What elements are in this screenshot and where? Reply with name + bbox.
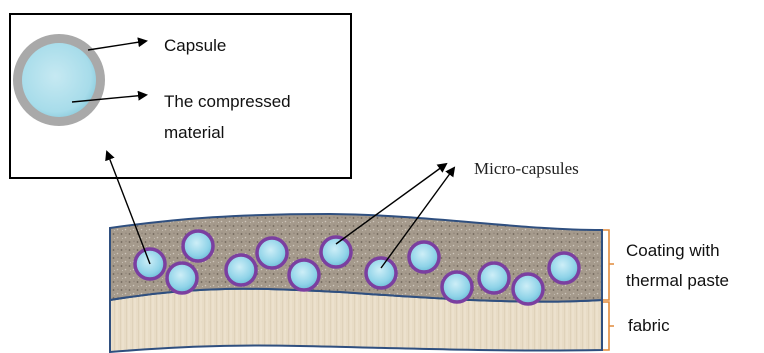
micro-capsule [321,237,351,267]
micro-capsule [167,263,197,293]
capsule-label: Capsule [164,36,226,55]
micro-capsule [549,253,579,283]
coating-bracket [603,230,614,300]
coating-label-line1: Coating with [626,241,720,260]
micro-capsules-label: Micro-capsules [474,159,579,178]
micro-capsule [409,242,439,272]
compressed-material-label-line1: The compressed [164,92,291,111]
coating-label-line2: thermal paste [626,271,729,290]
micro-capsule [257,238,287,268]
micro-capsule [479,263,509,293]
fabric-label: fabric [628,316,670,335]
micro-capsule [183,231,213,261]
micro-capsule [513,274,543,304]
micro-capsule [442,272,472,302]
micro-capsule [226,255,256,285]
micro-capsule [366,258,396,288]
compressed-material-label-line2: material [164,123,224,142]
micro-capsule [289,260,319,290]
fabric-bracket [603,302,614,350]
inset-capsule-core [22,43,96,117]
